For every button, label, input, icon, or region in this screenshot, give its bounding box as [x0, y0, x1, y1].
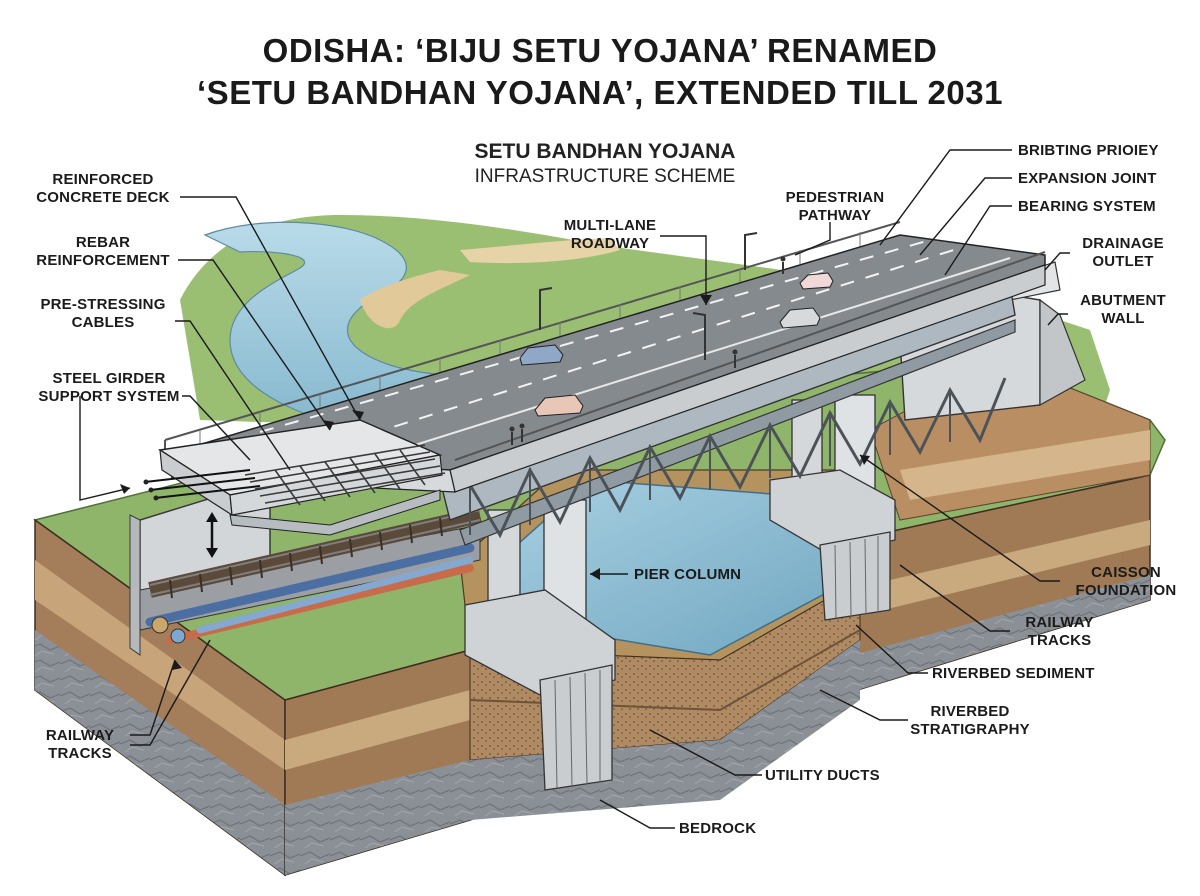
label-pre-stressing-cables: PRE-STRESSING CABLES: [40, 296, 166, 331]
label-bribting-prioiey: BRIBTING PRIOIEY: [1018, 142, 1159, 159]
label-rebar-reinforcement: REBAR REINFORCEMENT: [36, 234, 170, 269]
bridge-superstructure: [164, 221, 1046, 546]
leader-arrowheads: [120, 295, 870, 670]
left-caisson: [539, 664, 613, 791]
rebar-grid: [244, 444, 446, 506]
label-riverbed-stratigraphy: RIVERBED STRATIGRAPHY: [910, 703, 1030, 738]
label-abutment-wall: ABUTMENT WALL: [1080, 292, 1166, 327]
title-line-1: ODISHA: ‘BIJU SETU YOJANA’ RENAMED: [262, 32, 938, 69]
title-line-2: ‘SETU BANDHAN YOJANA’, EXTENDED TILL 203…: [197, 74, 1003, 111]
label-steel-girder-support-system: STEEL GIRDER SUPPORT SYSTEM: [38, 370, 180, 405]
right-caisson: [819, 531, 891, 621]
label-riverbed-sediment: RIVERBED SEDIMENT: [932, 665, 1095, 682]
vehicles: [519, 272, 834, 417]
prestressing-cables: [144, 469, 261, 499]
deck-cutaway: [143, 419, 446, 536]
label-drainage-outlet: DRAINAGE OUTLET: [1082, 235, 1164, 270]
scheme-subtitle-line-2: INFRASTRUCTURE SCHEME: [474, 166, 736, 187]
label-expansion-joint: EXPANSION JOINT: [1018, 170, 1157, 187]
label-reinforced-concrete-deck: REINFORCED CONCRETE DECK: [36, 171, 170, 206]
scheme-subtitle-line-1: SETU BANDHAN YOJANA: [474, 140, 736, 163]
label-railway-tracks-left: RAILWAY TRACKS: [45, 727, 115, 762]
leader-lines: [79, 149, 1070, 829]
label-pier-column: PIER COLUMN: [634, 566, 742, 583]
label-utility-ducts: UTILITY DUCTS: [765, 767, 880, 784]
label-caisson-foundation: CAISSON FOUNDATION: [1075, 564, 1177, 599]
label-bedrock: BEDROCK: [679, 820, 757, 837]
steel-truss-web: [468, 377, 1007, 539]
label-pedestrian-pathway: PEDESTRIAN PATHWAY: [785, 189, 885, 224]
left-abutment-and-ducts: [129, 478, 482, 656]
label-multi-lane-roadway: MULTI-LANE ROADWAY: [563, 217, 657, 252]
label-railway-tracks-right: RAILWAY TRACKS: [1025, 614, 1094, 649]
label-bearing-system: BEARING SYSTEM: [1018, 198, 1156, 215]
